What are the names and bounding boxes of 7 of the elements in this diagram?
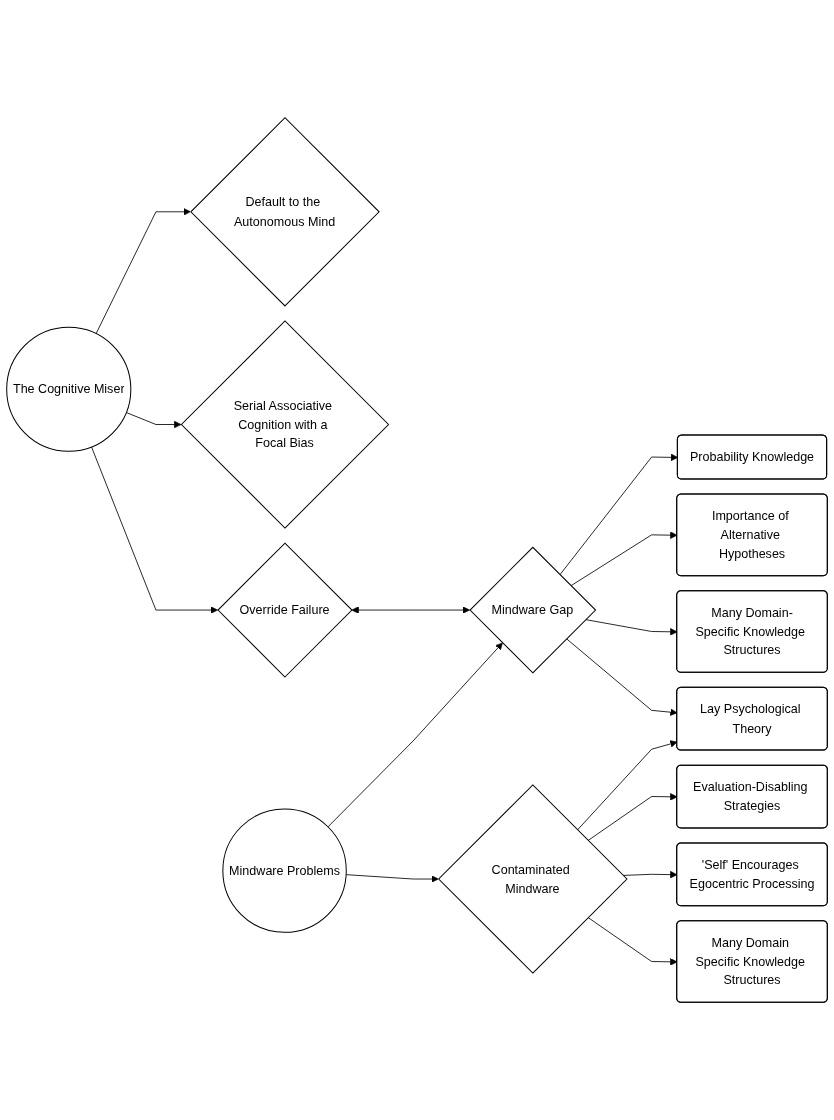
node-diamond: Mindware Gap: [469, 546, 597, 674]
node-diamond: Serial Associative Cognition with a Focal Bias: [180, 320, 389, 529]
node-diamond: Override Failure: [217, 542, 353, 678]
node-diamond: Default to the Autonomous Mind: [190, 117, 380, 307]
node-circle: Mindware Problems: [222, 808, 347, 933]
node-diamond: Contaminated Mindware: [438, 784, 628, 974]
node-circle: The Cognitive Miser: [6, 326, 132, 452]
